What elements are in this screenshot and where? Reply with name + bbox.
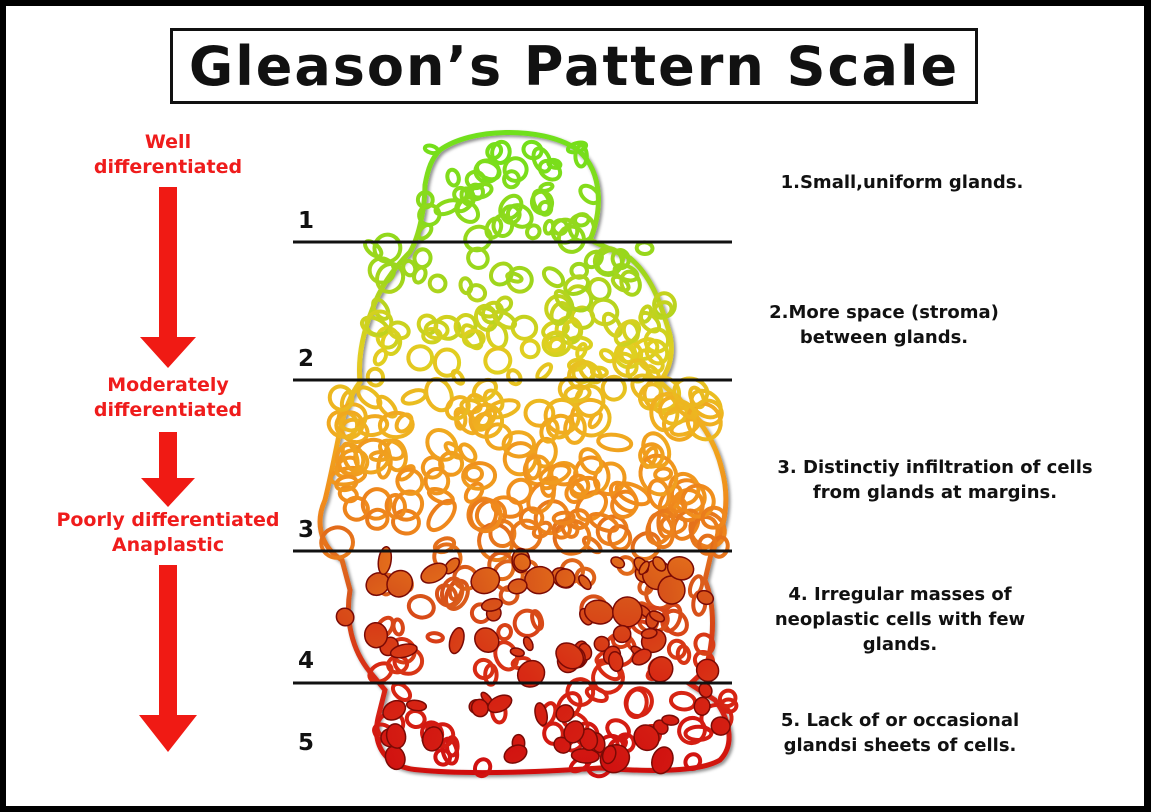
gland xyxy=(472,757,493,779)
gland xyxy=(525,400,554,426)
poorly-line-2: Anaplastic xyxy=(18,533,318,558)
moderately-line-2: differentiated xyxy=(60,398,276,423)
moderately-line-1: Moderately xyxy=(60,373,276,398)
gland xyxy=(423,496,459,535)
gland xyxy=(576,573,593,592)
gland xyxy=(501,742,529,767)
gland xyxy=(406,593,436,620)
gland xyxy=(427,632,443,642)
well-line-1: Well xyxy=(88,130,248,155)
gland xyxy=(597,433,632,452)
grade-4-desc-line-1: 4. Irregular masses of xyxy=(740,582,1060,607)
gland xyxy=(447,626,467,655)
gland xyxy=(424,144,439,154)
grade-2-desc-line-2: between glands. xyxy=(704,325,1064,350)
gland xyxy=(530,610,544,630)
gland xyxy=(535,362,554,381)
grade-number-4: 4 xyxy=(298,648,314,674)
grade-2-description: 2.More space (stroma) between glands. xyxy=(704,300,1064,350)
poorly-differentiated-label: Poorly differentiated Anaplastic xyxy=(18,508,318,558)
gland xyxy=(487,259,517,289)
grade-4-description: 4. Irregular masses of neoplastic cells … xyxy=(740,582,1060,657)
well-line-2: differentiated xyxy=(88,155,248,180)
gland xyxy=(522,636,535,652)
gland xyxy=(519,337,542,360)
gland xyxy=(523,565,555,595)
gland xyxy=(459,277,472,294)
gland xyxy=(670,691,696,711)
poorly-line-1: Poorly differentiated xyxy=(18,508,318,533)
gland xyxy=(636,242,653,255)
gland xyxy=(366,367,385,387)
grade-number-2: 2 xyxy=(298,346,314,372)
arrow-moderate-to-poor xyxy=(141,432,195,507)
gland xyxy=(506,368,524,387)
grade-number-5: 5 xyxy=(298,730,314,756)
arrow-well-to-moderate xyxy=(140,187,196,368)
moderately-differentiated-label: Moderately differentiated xyxy=(60,373,276,423)
gland xyxy=(333,605,358,630)
gland xyxy=(451,369,466,385)
well-differentiated-label: Well differentiated xyxy=(88,130,248,180)
gland xyxy=(625,688,649,718)
grade-5-description: 5. Lack of or occasional glandsi sheets … xyxy=(740,708,1060,758)
gland xyxy=(387,320,410,341)
grade-3-desc-line-1: 3. Distinctiy infiltration of cells xyxy=(735,455,1135,480)
gland xyxy=(510,647,525,658)
arrow-poor-down xyxy=(139,565,197,752)
grade-number-3: 3 xyxy=(298,517,314,543)
grade-1-description: 1.Small,uniform glands. xyxy=(722,170,1082,195)
grade-4-desc-line-3: glands. xyxy=(740,632,1060,657)
grade-1-desc-line-1: 1.Small,uniform glands. xyxy=(722,170,1082,195)
gland xyxy=(485,692,514,716)
grade-4-desc-line-2: neoplastic cells with few xyxy=(740,607,1060,632)
gland xyxy=(540,183,554,193)
grade-2-desc-line-1: 2.More space (stroma) xyxy=(704,300,1064,325)
grade-5-desc-line-2: glandsi sheets of cells. xyxy=(740,733,1060,758)
grade-number-1: 1 xyxy=(298,208,314,234)
gland xyxy=(372,348,388,366)
gland xyxy=(694,697,711,716)
gland xyxy=(675,714,709,748)
gland xyxy=(446,168,461,186)
gland xyxy=(427,272,449,294)
gland xyxy=(613,625,631,643)
gland xyxy=(618,269,643,297)
gland xyxy=(471,656,496,681)
gland xyxy=(576,445,605,477)
gland xyxy=(685,727,711,741)
gland xyxy=(607,524,633,552)
gland xyxy=(406,699,427,712)
grade-5-desc-line-1: 5. Lack of or occasional xyxy=(740,708,1060,733)
grade-3-desc-line-2: from glands at margins. xyxy=(735,480,1135,505)
gland xyxy=(407,345,433,371)
gland xyxy=(541,265,567,290)
grade-3-description: 3. Distinctiy infiltration of cells from… xyxy=(735,455,1135,505)
gland xyxy=(401,388,427,407)
